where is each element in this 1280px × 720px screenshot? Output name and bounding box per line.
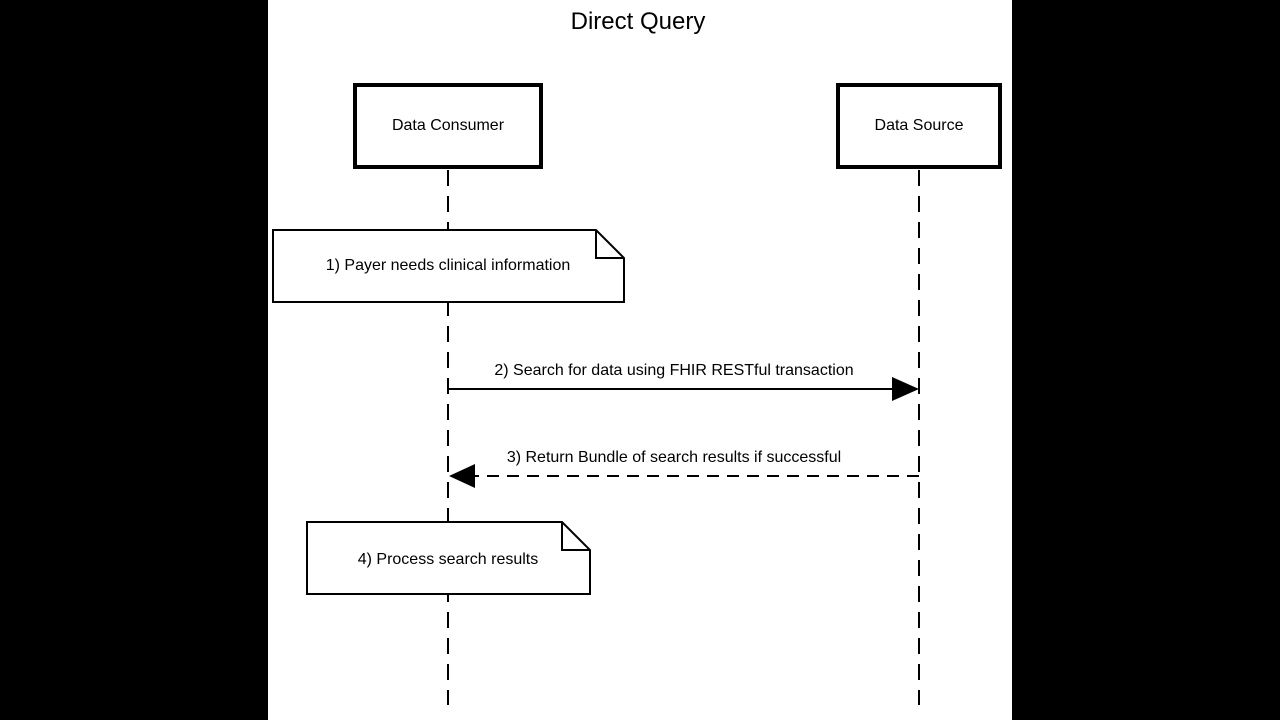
diagram-canvas: Direct Query Data Consumer Data Source 1… (268, 0, 1012, 720)
participant-label: Data Consumer (391, 117, 505, 134)
note-4-text: 4) Process search results (357, 551, 539, 568)
note-4-fold (561, 522, 590, 551)
message-3-arrowhead (449, 464, 475, 488)
participant-data-consumer: Data Consumer (353, 83, 543, 169)
participant-label: Data Source (874, 117, 964, 134)
note-1-fold (595, 230, 624, 259)
message-2-arrowhead (892, 377, 919, 401)
message-2-label: 2) Search for data using FHIR RESTful tr… (494, 362, 854, 379)
note-4-box (306, 521, 591, 595)
sequence-diagram-lines (272, 170, 920, 705)
diagram-title: Direct Query (570, 8, 706, 35)
message-3-label: 3) Return Bundle of search results if su… (506, 449, 842, 466)
participant-data-source: Data Source (836, 83, 1002, 169)
note-1-text: 1) Payer needs clinical information (325, 257, 571, 274)
note-1-box (272, 229, 625, 303)
